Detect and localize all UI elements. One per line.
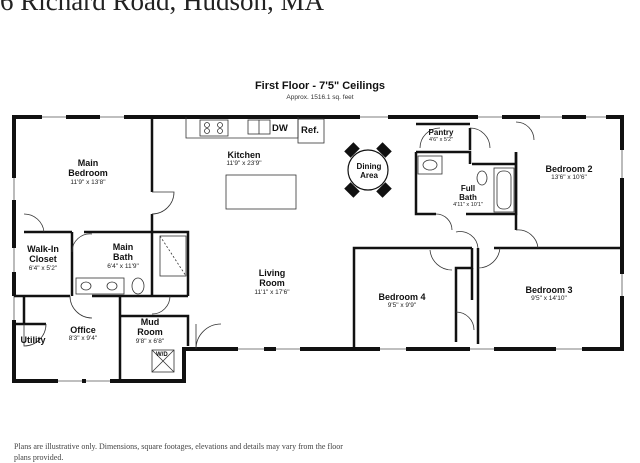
room-dims: 11'9" x 23'9" [226,160,262,168]
floor-title: First Floor - 7'5" Ceilings [254,80,386,92]
room-bedroom-3: Bedroom 3 9'5" x 14'10" [525,285,572,303]
room-name: Living Room [258,268,286,289]
room-dims: 4'6" x 5'2" [428,137,454,144]
room-dims: 9'5" x 9'9" [387,302,417,310]
dishwasher-label: DW [272,123,288,134]
room-dims: 11'9" x 13'8" [70,178,106,186]
room-name: Office [70,325,96,335]
floor-area: Approx. 1516.1 sq. feet [286,94,354,101]
room-name: Main Bath [112,242,134,263]
room-name: Walk-In Closet [27,244,59,265]
room-pantry: Pantry 4'6" x 5'2" [429,128,454,144]
room-dims: 13'6" x 10'6" [551,174,587,182]
room-dims: 11'1" x 17'6" [254,288,290,296]
room-main-bedroom: Main Bedroom 11'9" x 13'8" [68,158,108,186]
room-dims: 6'4" x 11'9" [107,262,139,270]
room-dims: 6'4" x 5'2" [28,264,58,272]
room-name: Full Bath [459,184,477,203]
room-kitchen: Kitchen 11'9" x 23'9" [226,150,261,168]
exterior-wall [12,115,624,383]
disclaimer: Plans are illustrative only. Dimensions,… [14,442,343,462]
room-bedroom-4: Bedroom 4 9'5" x 9'9" [378,292,425,310]
room-name: Bedroom 4 [378,292,426,302]
washer-dryer-label: W/D [156,352,168,358]
room-utility: Utility [20,335,45,345]
room-main-bath: Main Bath 6'4" x 11'9" [107,242,139,270]
room-name: Bedroom 2 [545,164,593,174]
address-header: 6 Richard Road, Hudson, MA [0,0,324,16]
room-name: Kitchen [227,150,261,160]
room-walk-in-closet: Walk-In Closet 6'4" x 5'2" [27,244,59,272]
room-mud-room: Mud Room 9'8" x 6'8" [136,317,164,345]
interior-walls [14,117,622,381]
room-dims: 8'3" x 9'4" [68,335,98,343]
room-dining: Dining Area [357,162,382,180]
room-name: Bedroom 3 [525,285,573,295]
room-full-bath: Full Bath 4'11" x 10'1" [453,184,483,209]
room-bedroom-2: Bedroom 2 13'6" x 10'6" [545,164,592,182]
room-name: Mud Room [137,317,163,338]
room-name: Pantry [428,128,454,137]
room-dims: 9'5" x 14'10" [531,295,567,303]
room-living: Living Room 11'1" x 17'6" [254,268,289,296]
room-dims: 9'8" x 6'8" [135,337,165,345]
room-office: Office 8'3" x 9'4" [69,325,97,343]
refrigerator-label: Ref. [301,125,319,136]
room-name: Utility [20,335,46,345]
room-name: Dining Area [356,162,382,181]
room-dims: 4'11" x 10'1" [453,202,483,209]
room-name: Main Bedroom [68,158,108,179]
